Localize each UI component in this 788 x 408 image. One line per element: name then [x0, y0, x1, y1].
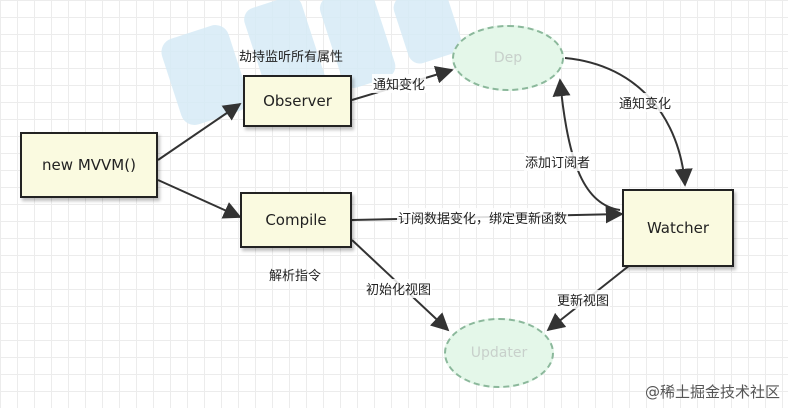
node-watcher: Watcher [622, 189, 734, 267]
label-compile-caption: 解析指令 [269, 269, 322, 284]
arrow-mvvm-compile [157, 179, 242, 219]
label-observer-caption: 劫持监听所有属性 [239, 50, 344, 65]
node-updater: Updater [444, 318, 554, 388]
label-add-subscriber: 添加订阅者 [524, 152, 592, 171]
node-compile: Compile [240, 192, 352, 248]
arrow-mvvm-observer [157, 102, 242, 161]
node-observer: Observer [243, 75, 352, 127]
label-update-view: 更新视图 [556, 290, 611, 309]
node-new-mvvm: new MVVM() [20, 132, 158, 198]
label-subscribe-bind: 订阅数据变化，绑定更新函数 [397, 208, 569, 227]
label-notify-change-watcher: 通知变化 [618, 93, 673, 112]
label-init-view: 初始化视图 [365, 279, 433, 298]
label-notify-change-observer: 通知变化 [372, 74, 427, 93]
credit-watermark: @稀土掘金技术社区 [644, 383, 780, 401]
node-dep: Dep [452, 25, 564, 91]
arrow-watcher-dep [552, 78, 621, 211]
